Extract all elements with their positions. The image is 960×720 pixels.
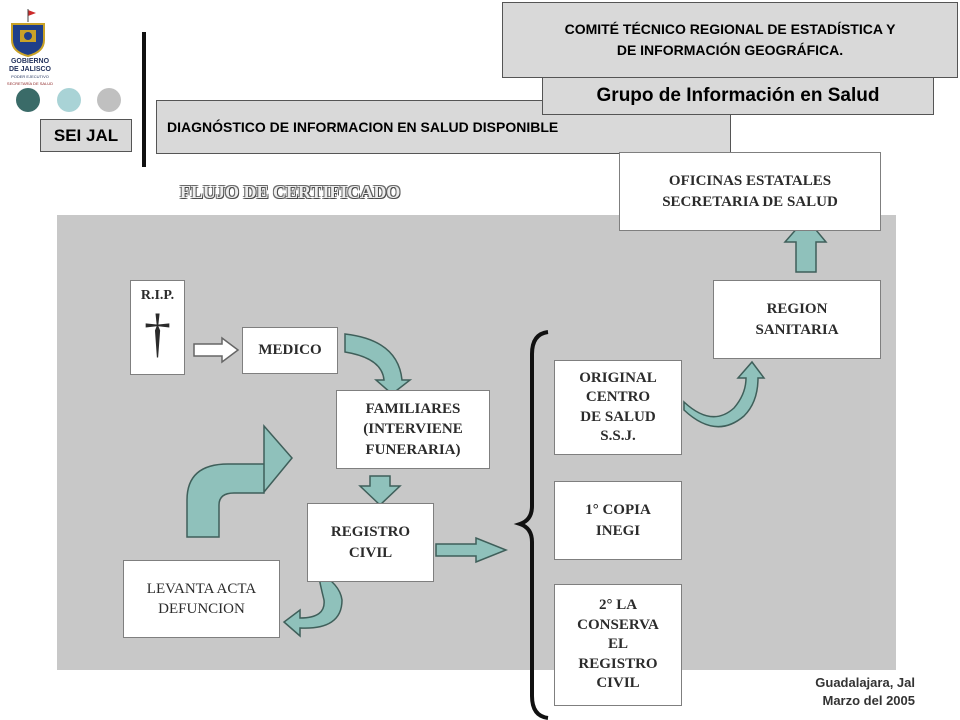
vertical-divider	[142, 32, 146, 167]
logo-text-1: GOBIERNO	[10, 58, 50, 65]
registro-line-2: CIVIL	[348, 544, 393, 561]
arrow-familiares-registro	[358, 475, 402, 507]
arrow-original-region	[683, 360, 766, 428]
arrow-registro-levanta	[282, 570, 343, 638]
copia2-line-4: REGISTRO	[578, 655, 658, 672]
group-box: Grupo de Información en Salud	[542, 77, 934, 115]
levanta-line-1: LEVANTA ACTA	[146, 580, 257, 597]
circle-teal	[57, 88, 81, 112]
oficinas-line-1: OFICINAS ESTATALES	[668, 173, 832, 190]
cross-icon: †	[144, 302, 171, 363]
coat-of-arms-icon	[11, 9, 45, 58]
oficinas-line-2: SECRETARIA DE SALUD	[662, 193, 838, 210]
circle-gray	[97, 88, 121, 112]
sei-jal-badge: SEI JAL	[40, 119, 132, 152]
node-original-centro-salud: ORIGINAL CENTRO DE SALUD S.S.J.	[554, 360, 682, 455]
rip-label: R.I.P.	[140, 288, 175, 303]
familiares-line-1: FAMILIARES	[365, 401, 461, 418]
node-medico: MEDICO	[242, 327, 338, 374]
region-line-1: REGION	[766, 301, 828, 318]
region-line-2: SANITARIA	[755, 321, 839, 338]
node-copia-registro: 2° LA CONSERVA EL REGISTRO CIVIL	[554, 584, 682, 706]
original-line-1: ORIGINAL	[579, 369, 657, 386]
logo-text-4: SECRETARÍA DE SALUD	[6, 81, 54, 86]
familiares-line-2: (INTERVIENE	[363, 421, 463, 438]
node-levanta-acta: LEVANTA ACTA DEFUNCION	[123, 560, 280, 638]
copia1-line-1: 1° COPIA	[585, 502, 651, 519]
footer-date: Marzo del 2005	[822, 693, 916, 709]
arrow-levanta-familiares	[186, 424, 293, 538]
committee-line-1: COMITÉ TÉCNICO REGIONAL DE ESTADÍSTICA Y	[564, 21, 896, 37]
footer-location: Guadalajara, Jal Marzo del 2005	[770, 674, 915, 710]
levanta-line-2: DEFUNCION	[158, 601, 245, 617]
copia1-line-2: INEGI	[595, 522, 641, 539]
familiares-line-3: FUNERARIA)	[365, 441, 461, 458]
original-line-4: S.S.J.	[600, 428, 636, 444]
brace	[513, 330, 549, 720]
node-registro-civil: REGISTRO CIVIL	[307, 503, 434, 582]
circle-dark	[16, 88, 40, 112]
node-region-sanitaria: REGION SANITARIA	[713, 280, 881, 359]
diagnosis-label: DIAGNÓSTICO DE INFORMACION EN SALUD DISP…	[167, 119, 559, 135]
original-line-3: DE SALUD	[580, 408, 656, 425]
node-oficinas-estatales: OFICINAS ESTATALES SECRETARIA DE SALUD	[619, 152, 881, 231]
copia2-line-1: 2° LA	[598, 597, 638, 614]
committee-box: COMITÉ TÉCNICO REGIONAL DE ESTADÍSTICA Y…	[502, 2, 958, 78]
original-line-2: CENTRO	[585, 389, 651, 405]
node-copia-inegi: 1° COPIA INEGI	[554, 481, 682, 560]
diagram-title: FLUJO DE CERTIFICADO	[180, 182, 401, 202]
registro-line-1: REGISTRO	[330, 524, 411, 541]
node-familiares: FAMILIARES (INTERVIENE FUNERARIA)	[336, 390, 490, 469]
arrow-registro-copias	[435, 536, 509, 564]
jalisco-logo: GOBIERNO DE JALISCO PODER EJECUTIVO SECR…	[2, 4, 58, 90]
arrow-medico-familiares	[344, 333, 413, 395]
copia2-line-3: EL	[607, 636, 628, 653]
arrow-rip-medico	[193, 336, 240, 364]
copia2-line-5: CIVIL	[596, 675, 640, 692]
logo-text-2: DE JALISCO	[8, 66, 51, 73]
logo-text-3: PODER EJECUTIVO	[11, 74, 49, 79]
copia2-line-2: CONSERVA	[577, 616, 659, 633]
node-rip: R.I.P. †	[130, 280, 185, 375]
footer-city: Guadalajara, Jal	[815, 675, 915, 690]
committee-line-2: DE INFORMACIÓN GEOGRÁFICA.	[616, 42, 844, 58]
